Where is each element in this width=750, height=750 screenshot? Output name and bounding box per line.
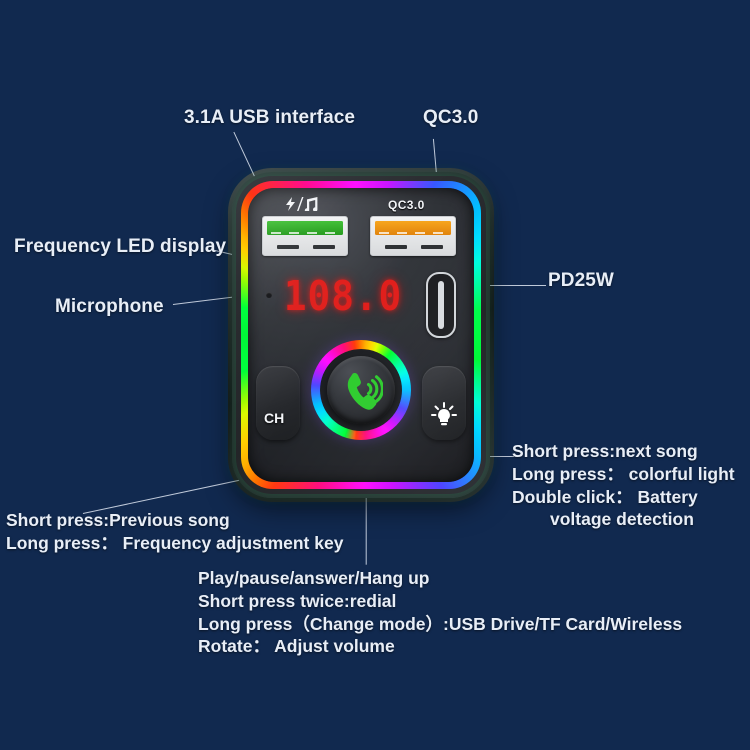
desc-line: Double click： Battery bbox=[512, 486, 698, 507]
microphone-pinhole bbox=[266, 292, 272, 298]
ch-button[interactable] bbox=[256, 366, 300, 440]
usb-charge-music-icon bbox=[284, 197, 318, 214]
desc-line: voltage detection bbox=[550, 509, 694, 530]
desc-line: Play/pause/answer/Hang up bbox=[198, 568, 430, 588]
leader-line-pd25w bbox=[450, 285, 546, 287]
usb-tongue-orange bbox=[375, 221, 451, 235]
desc-line: Short press:Previous song bbox=[6, 510, 230, 530]
usb-tongue-green bbox=[267, 221, 343, 235]
desc-line: Long press： colorful light bbox=[512, 463, 735, 484]
usb-a-port-green[interactable] bbox=[262, 216, 348, 256]
usb-pins bbox=[377, 245, 449, 250]
fm-transmitter-device: QC3.0 108.0 bbox=[228, 168, 494, 502]
desc-line: Short press:next song bbox=[512, 441, 698, 461]
label-qc30: QC3.0 bbox=[423, 107, 479, 128]
light-bulb-icon bbox=[430, 402, 458, 430]
knob-cap[interactable] bbox=[327, 356, 395, 424]
description-ch-button: Short press:Previous song Long press： Fr… bbox=[6, 509, 343, 555]
ch-button-label: CH bbox=[264, 410, 285, 426]
led-frequency-display: 108.0 bbox=[283, 272, 403, 320]
label-frequency-display: Frequency LED display bbox=[14, 236, 227, 257]
desc-line: Long press（Change mode）:USB Drive/TF Car… bbox=[198, 613, 683, 634]
label-usb-interface: 3.1A USB interface bbox=[184, 107, 356, 128]
desc-line: Short press twice:redial bbox=[198, 590, 397, 611]
rotary-knob[interactable] bbox=[311, 340, 411, 440]
device-front-face: QC3.0 108.0 bbox=[248, 188, 474, 482]
description-light-button: Short press:next song Long press： colorf… bbox=[512, 440, 735, 531]
usb-c-pd-port[interactable] bbox=[426, 272, 456, 338]
desc-line: Long press： Frequency adjustment key bbox=[6, 532, 344, 553]
usb-a-port-orange[interactable] bbox=[370, 216, 456, 256]
usb-pins bbox=[269, 245, 341, 250]
qc30-port-label: QC3.0 bbox=[388, 198, 425, 212]
label-microphone: Microphone bbox=[55, 296, 164, 317]
phone-call-icon bbox=[347, 373, 383, 410]
desc-line: Rotate： Adjust volume bbox=[198, 636, 395, 657]
label-pd25w: PD25W bbox=[548, 270, 614, 291]
description-knob: Play/pause/answer/Hang up Short press tw… bbox=[198, 567, 682, 658]
